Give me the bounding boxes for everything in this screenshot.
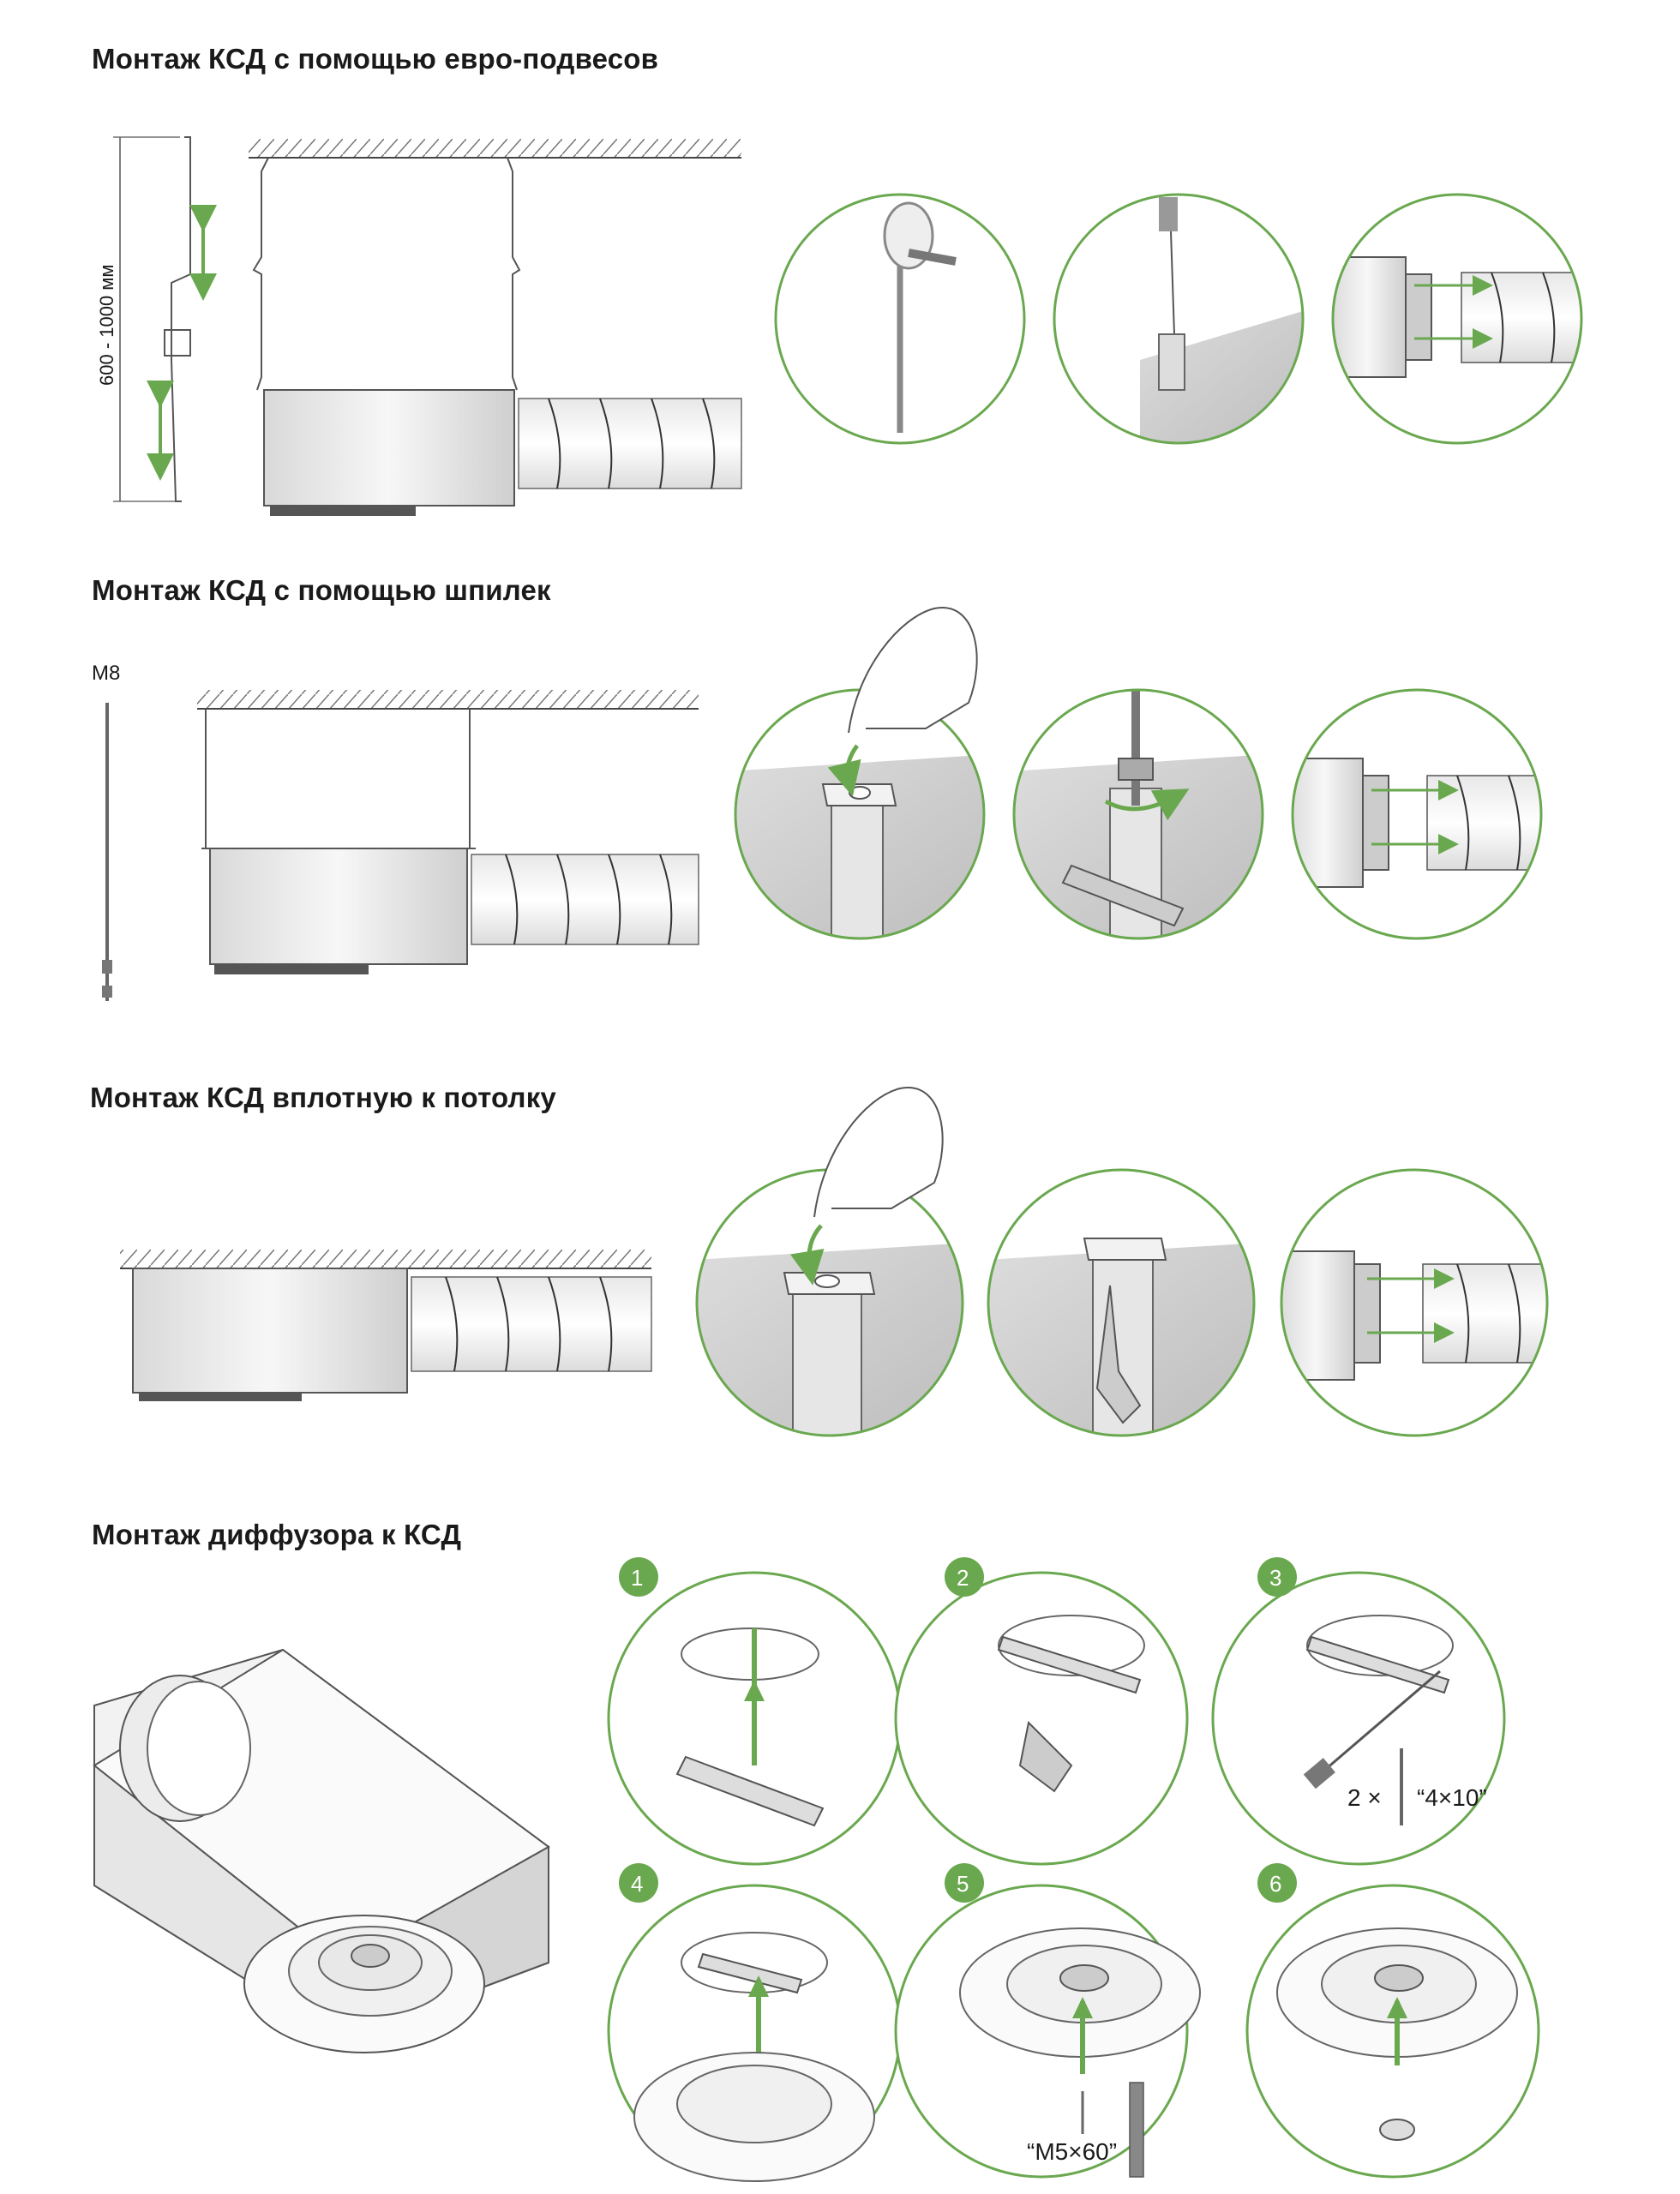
step-number-3: 3: [1269, 1565, 1282, 1591]
step-number-1: 1: [631, 1565, 644, 1591]
step-circle-drill-screw: [987, 1168, 1256, 1437]
section1-side-view: [113, 136, 742, 516]
rod-size-label: M8: [92, 662, 121, 685]
step-circle-pipe-connect-2: [1291, 688, 1543, 940]
section-title-diffuser-mount: Монтаж диффузора к КСД: [92, 1519, 462, 1550]
diffuser-step-circle-6: [1245, 1884, 1540, 2179]
step-badges: [619, 1557, 1297, 1903]
step-number-2: 2: [957, 1565, 969, 1591]
section3-side-view: [120, 1250, 652, 1401]
screw-size-label: “4×10”: [1417, 1784, 1487, 1811]
diffuser-step-circle-3: [1211, 1571, 1506, 1866]
step-circle-hanger-clip: [1053, 193, 1305, 445]
section-title-euro-hangers: Монтаж КСД с помощью евро-подвесов: [92, 43, 659, 75]
section-title-threaded-rods: Монтаж КСД с помощью шпилек: [92, 574, 551, 606]
section-title-flush-ceiling: Монтаж КСД вплотную к потолку: [90, 1082, 556, 1113]
bolt-size-label: “M5×60”: [1027, 2138, 1118, 2165]
step-circle-pipe-connect: [1331, 193, 1583, 445]
step-number-6: 6: [1269, 1871, 1282, 1897]
step-circle-press-bracket: [734, 607, 986, 940]
diffuser-box-isometric: [93, 1648, 550, 2053]
section2-side-view: [102, 690, 699, 1001]
diffuser-step-circle-5: [894, 1884, 1201, 2179]
step-number-4: 4: [631, 1871, 644, 1897]
step-circle-press-bracket-2: [695, 1087, 964, 1437]
diffuser-step-circle-1: [607, 1571, 902, 1866]
screw-count-label: 2 ×: [1347, 1784, 1382, 1811]
step-number-5: 5: [957, 1871, 969, 1897]
step-circle-tighten-nut: [1012, 688, 1264, 940]
diffuser-step-circle-2: [894, 1571, 1189, 1866]
diffuser-step-circle-4: [607, 1884, 902, 2182]
step-circle-pipe-connect-3: [1280, 1168, 1549, 1437]
step-circle-rod-eye: [774, 193, 1026, 445]
